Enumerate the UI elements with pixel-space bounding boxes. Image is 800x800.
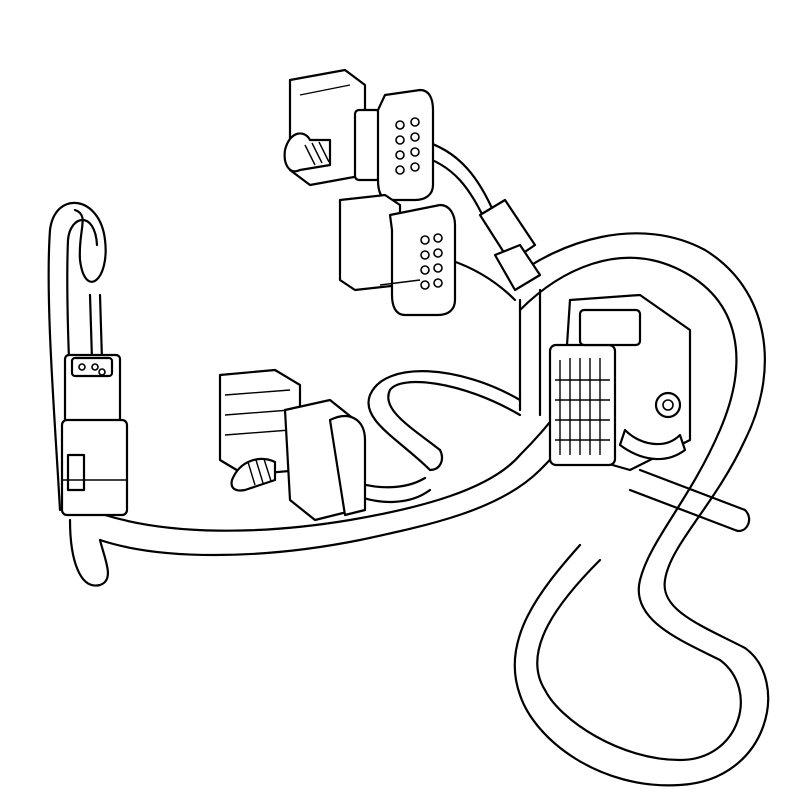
center-loop-cable: [367, 370, 522, 472]
middle-upper-connector: [338, 193, 457, 317]
top-connector: [283, 68, 435, 202]
left-inline-connector: [60, 353, 129, 517]
cable-sleeve: [478, 198, 542, 292]
middle-upper-connector-pins: [420, 233, 443, 290]
ecu-connector: [548, 293, 692, 472]
top-connector-pins: [395, 117, 420, 175]
ecu-connector-pins: [555, 358, 610, 455]
lower-left-connector: [218, 368, 367, 522]
